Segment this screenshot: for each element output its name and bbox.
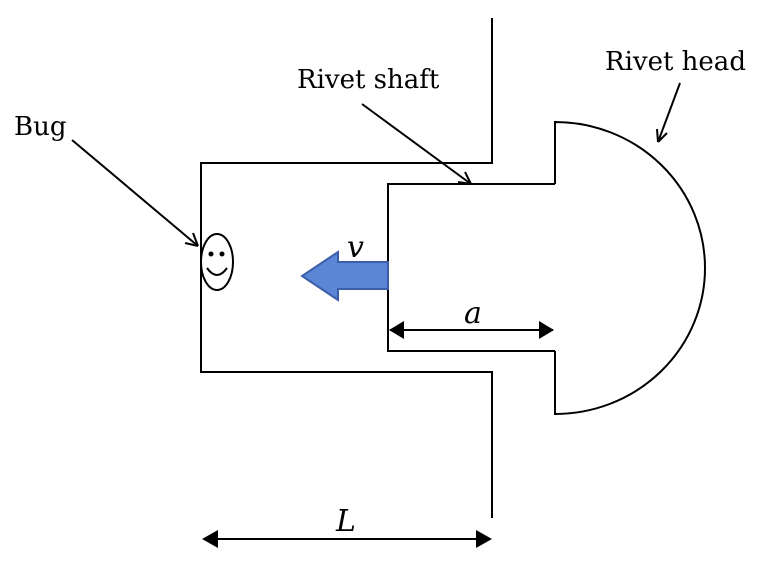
- rivet-shaft-label: Rivet shaft: [297, 65, 440, 95]
- velocity-arrow: [300, 250, 389, 302]
- rivet-head-label: Rivet head: [605, 47, 746, 77]
- rivet-head-leader-line: [657, 82, 681, 143]
- dimension-L: [202, 530, 492, 548]
- bug-leader-line: [71, 139, 199, 247]
- rivet-head-leader-arrowhead: [656, 128, 668, 143]
- dimension-a: [389, 321, 554, 339]
- length-L-label: L: [335, 504, 356, 539]
- rivet-head-outline: [554, 120, 706, 416]
- length-a-label: a: [464, 296, 482, 331]
- bug-leader-arrowhead: [184, 232, 199, 247]
- bug-icon: [200, 233, 234, 291]
- bug-label: Bug: [14, 112, 67, 142]
- rivet-shaft-leader-arrowhead: [457, 171, 472, 185]
- rivet-shaft-leader-line: [361, 103, 472, 185]
- velocity-label: v: [347, 230, 364, 265]
